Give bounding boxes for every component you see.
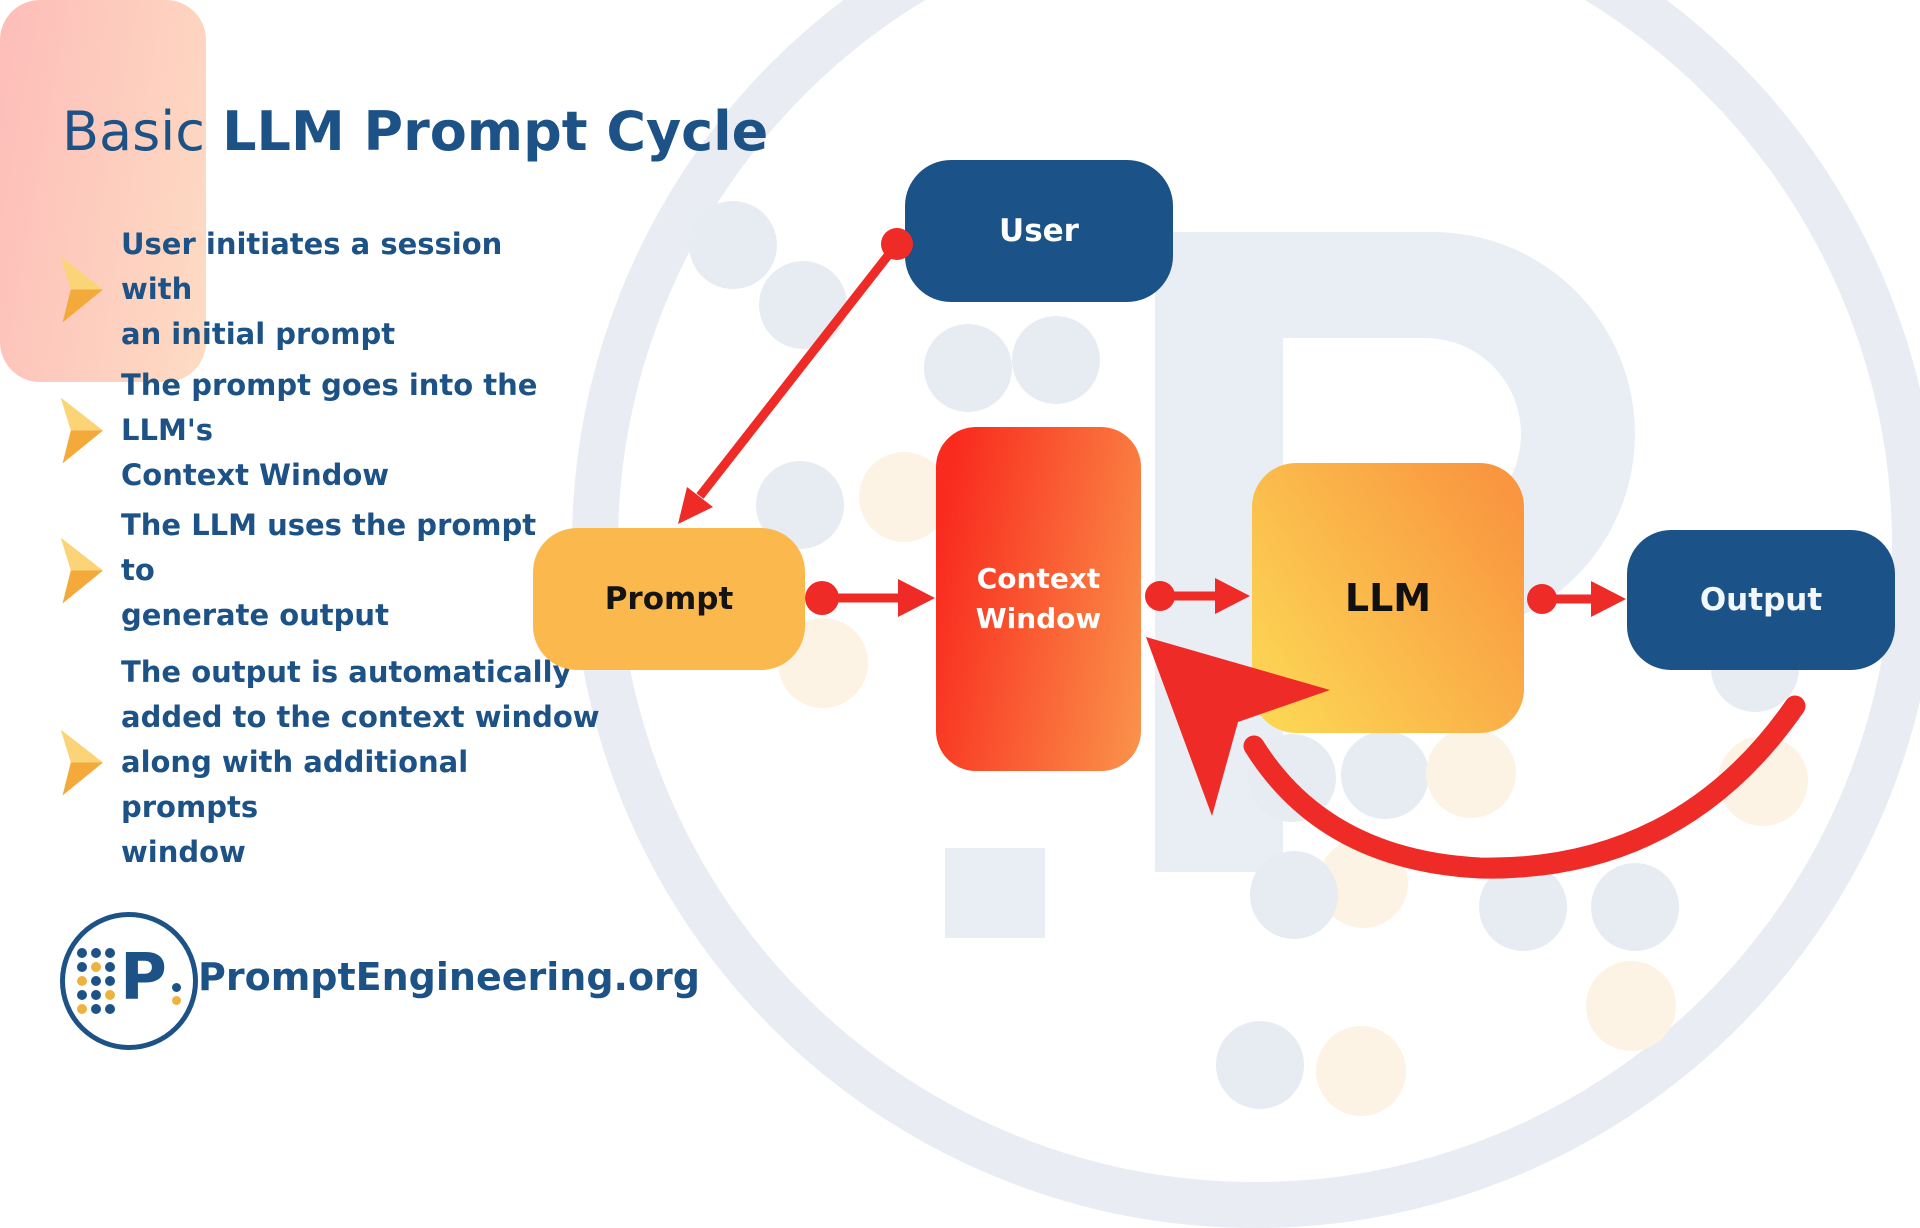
bullet-item-3: The LLM uses the prompt to generate outp… xyxy=(57,503,571,638)
deco-dot xyxy=(1250,851,1338,939)
brand-logo: P xyxy=(60,912,198,1050)
logo-tail-dots xyxy=(171,983,181,1005)
deco-dot xyxy=(1718,736,1808,826)
page-title-light: Basic xyxy=(62,100,223,164)
bullet-text: The output is automatically added to the… xyxy=(121,655,600,869)
bullet-item-2: The prompt goes into the LLM's Context W… xyxy=(57,363,591,498)
node-llm: LLM xyxy=(1252,463,1524,733)
deco-dot xyxy=(689,201,777,289)
bullet-text: User initiates a session with an initial… xyxy=(121,227,503,351)
context-window-ghost-box xyxy=(0,0,206,382)
logo-dot-grid xyxy=(77,948,116,1014)
chevron-bullet-icon xyxy=(57,256,103,323)
deco-dot xyxy=(1341,731,1429,819)
deco-dot xyxy=(1216,1021,1304,1109)
deco-dot xyxy=(1591,863,1679,951)
deco-dot xyxy=(1426,728,1516,818)
chevron-bullet-icon xyxy=(57,537,103,604)
brand-name: PromptEngineering.org xyxy=(198,955,700,999)
node-output: Output xyxy=(1627,530,1895,670)
node-context-window: Context Window xyxy=(936,427,1141,771)
deco-dot xyxy=(1316,1026,1406,1116)
page-title-bold: LLM Prompt Cycle xyxy=(222,100,769,164)
deco-dot xyxy=(1012,316,1100,404)
chevron-bullet-icon xyxy=(57,397,103,464)
bullet-text: The prompt goes into the LLM's Context W… xyxy=(121,368,538,492)
page-title: Basic LLM Prompt Cycle xyxy=(62,100,768,163)
logo-letter: P xyxy=(120,941,167,1015)
deco-dot xyxy=(924,324,1012,412)
deco-dot xyxy=(759,261,847,349)
deco-dot xyxy=(1479,863,1567,951)
bullet-item-1: User initiates a session with an initial… xyxy=(57,222,571,357)
deco-dot xyxy=(1248,734,1336,822)
node-prompt: Prompt xyxy=(533,528,805,670)
bullet-item-4: The output is automatically added to the… xyxy=(57,650,601,875)
node-user: User xyxy=(905,160,1173,302)
chevron-bullet-icon xyxy=(57,729,103,796)
bullet-text: The LLM uses the prompt to generate outp… xyxy=(121,508,537,632)
deco-dot xyxy=(1586,961,1676,1051)
